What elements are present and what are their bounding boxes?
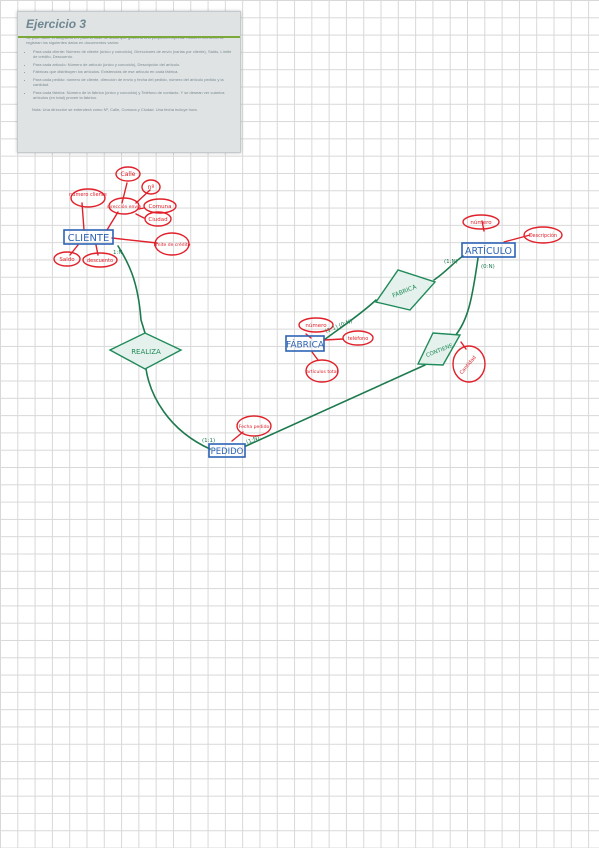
attribute-label: dirección envío [107, 203, 141, 210]
cardinality-label: 1:N [113, 250, 122, 256]
exercise-title: Ejercicio 3 [26, 17, 87, 31]
attribute-label: Saldo [59, 257, 75, 263]
attribute-comuna [143, 198, 177, 214]
relationship-contiene: CONTIENE [416, 332, 462, 366]
attribute-cantidad [452, 345, 486, 383]
title-underline [18, 36, 240, 38]
link-contiene-articulo [454, 257, 479, 337]
attribute-fecha-pedido [236, 415, 272, 437]
attribute-label: Comuna [149, 204, 172, 210]
attribute-direccion-envio [108, 197, 140, 215]
exercise-bullet: Para cada pedido: número de cliente, dir… [33, 77, 232, 88]
attribute-label: Fecha pedido [239, 424, 270, 430]
relationship-label-realiza: REALIZA [131, 348, 161, 356]
exercise-statement-photo: Ejercicio 3 Se pide hacer el diagrama ER… [17, 11, 241, 153]
attribute-articulos-total [305, 359, 339, 383]
attribute-label: número [470, 219, 492, 226]
attribute-numero-articulo [462, 214, 500, 230]
entity-label-articulo: ARTÍCULO [465, 245, 512, 257]
attribute-ciudad [144, 211, 172, 227]
attribute-label: número cliente [69, 191, 107, 198]
attribute-label: Descripción [529, 232, 557, 239]
link-relfabrica-articulo [433, 255, 464, 281]
attribute-numero-cliente [70, 188, 106, 208]
entity-label-pedido: PEDIDO [211, 447, 244, 457]
attribute-label: número [305, 322, 327, 329]
attribute-numero-fabrica [298, 317, 334, 333]
exercise-bullet-list: Para cada cliente: Número de cliente (ún… [26, 49, 232, 101]
attribute-telefono [342, 330, 374, 346]
entity-articulo: ARTÍCULO [461, 242, 516, 258]
entity-label-fabrica: FÁBRICA [286, 339, 325, 351]
attribute-calle [115, 166, 141, 182]
entity-fabrica: FÁBRICA [285, 335, 325, 352]
relationship-fabrica: FABRICA [374, 269, 437, 311]
exercise-bullet: Para cada cliente: Número de cliente (ún… [33, 49, 232, 60]
attribute-label: nº [148, 184, 155, 191]
exercise-bullet: Para cada fábrica: Número de la fábrica … [33, 90, 232, 101]
attribute-label: límite de crédito [154, 241, 191, 248]
entity-cliente: CLIENTE [63, 229, 114, 245]
entity-pedido: PEDIDO [208, 443, 246, 458]
attribute-label: Calle [121, 171, 136, 178]
attribute-nro [141, 179, 161, 195]
attribute-descuento [82, 252, 118, 268]
attribute-label: artículos total [306, 368, 338, 375]
attribute-label: Cantidad [459, 355, 478, 376]
link-cliente-realiza [117, 245, 146, 334]
cardinality-label: (0:N) [481, 264, 495, 270]
exercise-bullet: Para cada artículo: Número de artículo (… [33, 62, 232, 67]
attribute-label: Ciudad [148, 217, 167, 223]
relationship-realiza: REALIZA [108, 332, 183, 370]
cardinality-label: (1:N) [246, 435, 261, 446]
entity-label-cliente: CLIENTE [68, 233, 110, 244]
link-pedido-contiene [245, 364, 426, 447]
exercise-note: Nota: Una dirección se entenderá como Nº… [32, 106, 198, 112]
attribute-descripcion [523, 226, 563, 244]
cardinality-label: (1:N) [444, 259, 458, 265]
attribute-saldo [53, 251, 81, 267]
attribute-label: teléfono [348, 335, 369, 342]
link-realiza-pedido [145, 368, 211, 450]
exercise-bullet: Fábricas que distribuyen los artículos. … [33, 69, 232, 74]
cardinality-label: (1:1) [202, 438, 215, 444]
link-fabrica-relfabrica [323, 299, 377, 341]
attribute-label: descuento [87, 258, 113, 264]
attribute-limite-credito [154, 232, 190, 256]
